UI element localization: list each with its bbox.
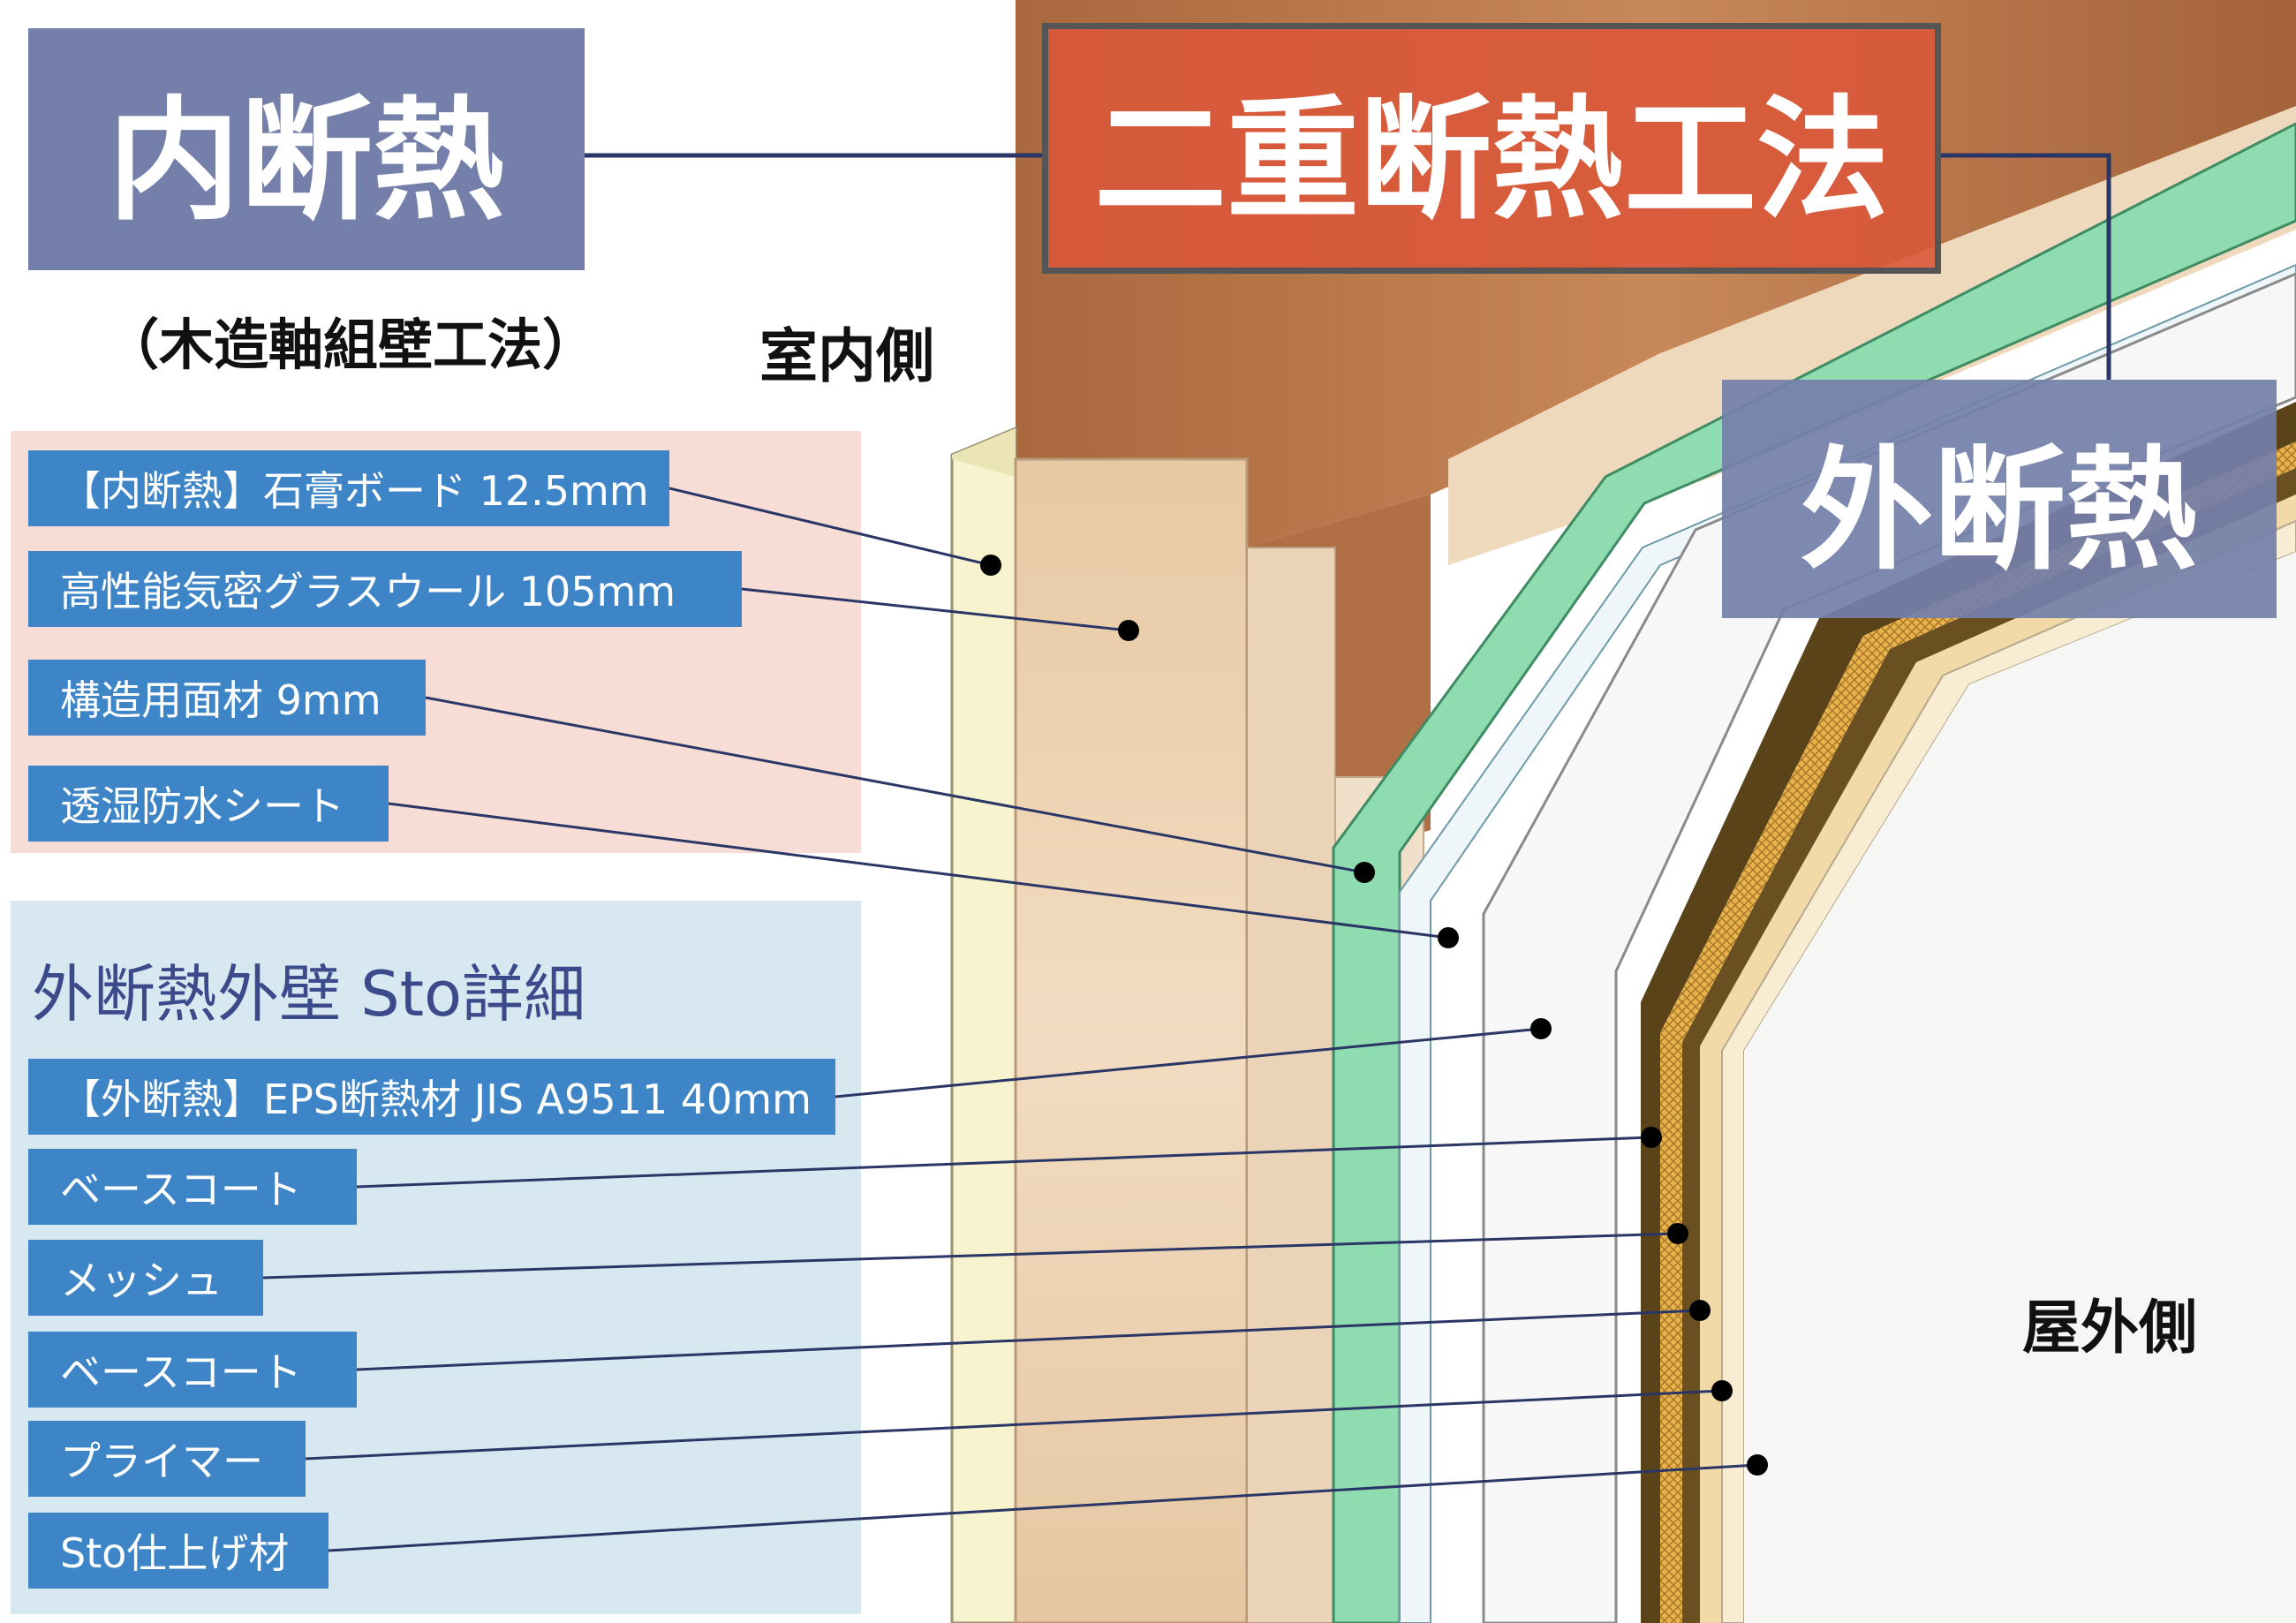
label-primer: プライマー bbox=[28, 1421, 306, 1497]
label-glass-wool: 高性能気密グラスウール 105mm bbox=[28, 551, 742, 627]
dot-sheet bbox=[1438, 927, 1459, 948]
main-method-title-text: 二重断熱工法 bbox=[1093, 83, 1889, 238]
leader-eps bbox=[835, 1027, 1542, 1098]
outer-insulation-title-text: 外断熱 bbox=[1800, 434, 2198, 588]
label-waterproof-sheet: 透湿防水シート bbox=[28, 766, 389, 842]
outdoor-side-label: 屋外側 bbox=[2022, 1294, 2197, 1362]
dot-eps bbox=[1530, 1018, 1552, 1039]
leader-gypsum bbox=[668, 487, 992, 567]
dot-basecoat1 bbox=[1641, 1127, 1662, 1148]
inner-insulation-subtitle: （木造軸組壁工法） bbox=[104, 313, 598, 377]
mesh-layer bbox=[1660, 442, 2296, 1623]
leader-finish bbox=[328, 1463, 1758, 1552]
dot-mesh bbox=[1667, 1223, 1688, 1244]
leader-basecoat2 bbox=[356, 1309, 1701, 1371]
leader-basecoat1 bbox=[356, 1136, 1652, 1189]
dot-structural bbox=[1354, 862, 1375, 883]
dot-glasswool bbox=[1118, 620, 1139, 641]
base-coat-1 bbox=[1641, 402, 2296, 1623]
label-gypsum-board: 【内断熱】石膏ボード 12.5mm bbox=[28, 450, 669, 526]
inner-insulation-title-text: 内断熱 bbox=[107, 84, 505, 238]
label-base-coat-2: ベースコート bbox=[28, 1332, 357, 1408]
leader-dots bbox=[980, 555, 1768, 1476]
leader-sheet bbox=[388, 802, 1449, 940]
indoor-side-label: 室内側 bbox=[759, 322, 934, 390]
label-eps-board: 【外断熱】EPS断熱材 JIS A9511 40mm bbox=[28, 1059, 835, 1135]
leader-mesh bbox=[262, 1232, 1679, 1280]
dot-primer bbox=[1711, 1380, 1733, 1401]
inner-insulation-title: 内断熱 bbox=[28, 28, 585, 270]
label-base-coat-1: ベースコート bbox=[28, 1149, 357, 1225]
gypsum-board bbox=[950, 426, 1017, 1623]
leader-glasswool bbox=[741, 587, 1129, 632]
leader-primer bbox=[305, 1389, 1723, 1461]
leader-lines bbox=[262, 487, 1758, 1552]
exterior-surface bbox=[1744, 552, 2296, 1623]
leader-structural bbox=[425, 696, 1365, 874]
dot-gypsum bbox=[980, 555, 1001, 576]
outer-insulation-title: 外断熱 bbox=[1722, 380, 2277, 618]
glass-wool-side bbox=[1246, 547, 1336, 1623]
label-mesh: メッシュ bbox=[28, 1240, 263, 1316]
main-method-title: 二重断熱工法 bbox=[1042, 23, 1941, 274]
dot-basecoat2 bbox=[1689, 1300, 1711, 1321]
dot-finish bbox=[1747, 1454, 1768, 1476]
base-coat-2 bbox=[1682, 468, 2296, 1623]
connector-main-outer bbox=[1941, 153, 2111, 380]
gypsum-face bbox=[952, 428, 1016, 477]
sto-section-heading: 外断熱外壁 Sto詳細 bbox=[32, 958, 585, 1030]
label-sto-finish: Sto仕上げ材 bbox=[28, 1513, 329, 1589]
glass-wool bbox=[1014, 457, 1249, 1623]
label-structural-board: 構造用面材 9mm bbox=[28, 660, 426, 736]
